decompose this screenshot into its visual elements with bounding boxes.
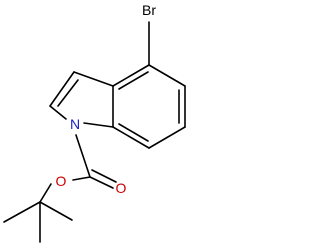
bond-c6-c7	[148, 126, 186, 149]
carbonyl-oxygen-atom-label: O	[116, 180, 127, 196]
bond-cq-me2	[3, 201, 41, 223]
bond-cq-me3	[39, 201, 73, 221]
bromine-atom-label: Br	[142, 2, 156, 18]
bond-c3a-c3	[73, 71, 114, 87]
ester-oxygen-atom-label: O	[56, 173, 67, 189]
bond-cc-o-carbonyl-double	[91, 169, 117, 183]
bond-group	[3, 21, 186, 243]
bond-n1-c7a	[83, 122, 114, 128]
bond-c2-n1	[49, 105, 67, 120]
nitrogen-atom-label: N	[70, 116, 80, 132]
bond-c3-c2	[49, 71, 75, 107]
bond-c3a-c4	[112, 64, 150, 87]
chemical-structure: Br N O O	[3, 2, 186, 243]
bond-n1-cc	[75, 134, 91, 178]
bond-c4-c5	[148, 64, 186, 87]
bond-c7-c7a-double	[118, 123, 149, 142]
bond-c3a-c4-double	[118, 71, 149, 90]
bond-o-cq	[39, 183, 52, 203]
bond-c7-c7a	[112, 126, 150, 149]
bond-cc-o-carbonyl	[89, 176, 114, 189]
bond-cc-o-ester	[72, 176, 91, 181]
bond-c3-c2-double	[57, 79, 79, 107]
